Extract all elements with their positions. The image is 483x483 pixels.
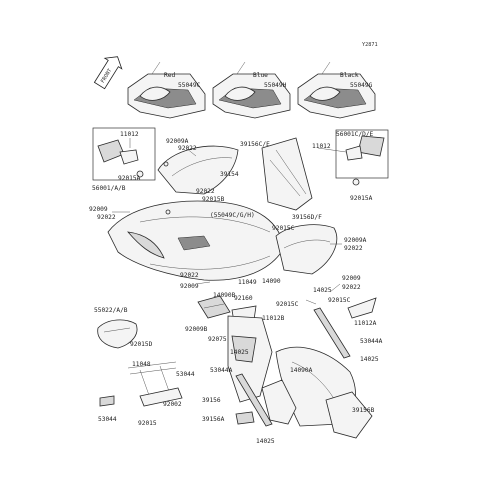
label-53044-low: 53044 [98, 416, 117, 423]
variant-blue-color: Blue [253, 72, 268, 79]
label-92015c-r1: 92015C [276, 301, 299, 308]
label-56001cde: 56001C/D/E [336, 131, 374, 138]
inner-cover-55022 [97, 319, 138, 349]
label-39156df: 39156D/F [292, 214, 322, 221]
label-92009a-right: 92009A [344, 237, 367, 244]
variant-black-part: 55049G [350, 82, 373, 89]
label-11048: 11048 [132, 361, 151, 368]
upper-fairing [107, 200, 285, 281]
label-14025-bot: 14025 [256, 438, 275, 445]
label-11012-left: 11012 [120, 131, 139, 138]
label-92002: 92002 [163, 401, 182, 408]
label-39156: 39156 [202, 397, 221, 404]
ref-code: Y2871 [362, 42, 378, 48]
label-92015b: 92015B [202, 196, 225, 203]
label-92009-far: 92009 [342, 275, 361, 282]
label-14090a: 14090A [290, 367, 313, 374]
label-14025-mid: 14025 [230, 349, 249, 356]
label-39156ce: 39156C/E [240, 141, 270, 148]
label-55022ab: 55022/A/B [94, 307, 128, 314]
label-53044a-mid: 53044A [210, 367, 233, 374]
label-11012-right: 11012 [312, 143, 331, 150]
tab-39156a [235, 411, 255, 425]
front-arrow-icon: FRONT [93, 56, 123, 90]
label-92009-lower: 92009 [180, 283, 199, 290]
label-92022-top: 92022 [178, 145, 197, 152]
label-92075: 92075 [208, 336, 227, 343]
stay-bracket [127, 361, 183, 407]
leader-lines [112, 147, 347, 305]
label-92009-left: 92009 [89, 206, 108, 213]
label-39156b: 39156B [352, 407, 375, 414]
label-92009a-top: 92009A [166, 138, 189, 145]
variant-red: Red 55049C [127, 61, 206, 119]
label-92160: 92160 [234, 295, 253, 302]
label-14090: 14090 [262, 278, 281, 285]
panel-39156 [261, 379, 297, 425]
bracket-14090b [197, 295, 231, 319]
label-92022-mid: 92022 [196, 188, 215, 195]
label-92022-lower: 92022 [180, 272, 199, 279]
label-92015d: 92015D [130, 341, 153, 348]
label-11012b: 11012B [262, 315, 285, 322]
label-53044a-right: 53044A [360, 338, 383, 345]
meter-cover [275, 224, 338, 275]
variant-blue-part: 55049H [264, 82, 287, 89]
label-11012a: 11012A [354, 320, 377, 327]
label-53044: 53044 [176, 371, 195, 378]
strip-53044a-mid [235, 373, 273, 427]
label-56001ab: 56001/A/B [92, 185, 126, 192]
label-92015a-right: 92015A [350, 195, 373, 202]
windshield [157, 145, 239, 195]
label-14090b: 14090B [213, 292, 236, 299]
label-55049cgh: (55049C/G/H) [210, 212, 255, 219]
left-mirror [92, 127, 156, 181]
variant-black: Black 55049G [297, 61, 376, 119]
variant-red-part: 55049C [178, 82, 201, 89]
side-panel-upper [261, 137, 313, 211]
label-92015c-r2: 92015C [328, 297, 351, 304]
label-92015: 92015 [138, 420, 157, 427]
variant-red-color: Red [164, 72, 175, 79]
lower-cowl-39156b [325, 391, 373, 439]
label-92022-right: 92022 [344, 245, 363, 252]
label-14025-top: 14025 [313, 287, 332, 294]
label-14025-right: 14025 [360, 356, 379, 363]
label-92015c-mid: 92015C [272, 225, 295, 232]
strip-53044a-right [313, 307, 351, 359]
label-92009b: 92009B [185, 326, 208, 333]
label-92022-far: 92022 [342, 284, 361, 291]
label-11049: 11049 [238, 279, 257, 286]
label-39156a: 39156A [202, 416, 225, 423]
label-92022-left: 92022 [97, 214, 116, 221]
strip-53044-low [99, 395, 115, 407]
right-mirror [335, 129, 389, 186]
trim-11012a [347, 297, 377, 319]
label-39154: 39154 [220, 171, 239, 178]
variant-black-color: Black [340, 72, 359, 79]
label-92015a-left: 92015A [118, 175, 141, 182]
variant-blue: Blue 55049H [212, 61, 291, 119]
